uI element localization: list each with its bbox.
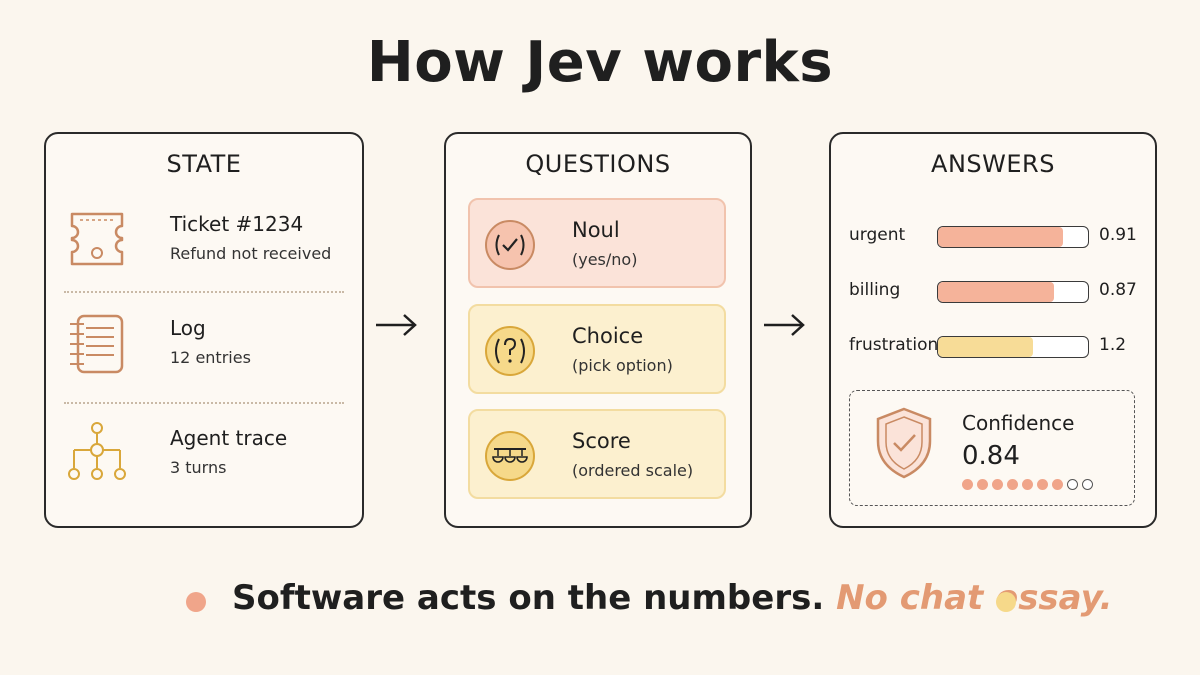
footer: Software acts on the numbers. No chat es… xyxy=(0,578,1200,624)
answers-heading: ANSWERS xyxy=(931,150,1055,178)
shield-check-icon xyxy=(876,407,932,479)
answer-bar-track xyxy=(937,336,1089,358)
footer-main-text: Software acts on the numbers. xyxy=(232,578,825,618)
page-title: How Jev works xyxy=(366,30,834,95)
answer-value: 0.87 xyxy=(1099,280,1137,300)
question-title: Noul xyxy=(572,218,620,242)
confidence-dot-filled xyxy=(977,479,988,490)
state-item-title: Agent trace xyxy=(170,426,288,450)
confidence-dot-filled xyxy=(1007,479,1018,490)
question-card-noul: Noul (yes/no) xyxy=(468,198,726,288)
footer-dot-left xyxy=(186,592,206,612)
answer-label: urgent xyxy=(849,225,906,245)
ticket-icon xyxy=(70,212,124,266)
answer-row-billing: billing 0.87 xyxy=(831,275,1155,311)
state-item-sub: Refund not received xyxy=(170,244,332,263)
answer-bar-fill xyxy=(938,227,1063,247)
confidence-dot-filled xyxy=(992,479,1003,490)
confidence-value: 0.84 xyxy=(962,441,1020,471)
answer-bar-fill xyxy=(938,337,1033,357)
answer-bar-fill xyxy=(938,282,1054,302)
question-title: Score xyxy=(572,429,631,453)
question-card-score: Score (ordered scale) xyxy=(468,409,726,499)
divider xyxy=(64,291,344,293)
question-circle-icon xyxy=(485,326,535,376)
state-item-log: Log 12 entries xyxy=(46,302,362,392)
answers-panel: ANSWERS urgent 0.91 billing 0.87 frustra… xyxy=(829,132,1157,528)
question-card-choice: Choice (pick option) xyxy=(468,304,726,394)
confidence-dot-empty xyxy=(1067,479,1078,490)
answer-row-frustration: frustration 1.2 xyxy=(831,330,1155,366)
answer-value: 0.91 xyxy=(1099,225,1137,245)
state-item-sub: 3 turns xyxy=(170,458,227,477)
confidence-dot-filled xyxy=(962,479,973,490)
question-title: Choice xyxy=(572,324,644,348)
notebook-icon xyxy=(70,314,124,374)
answer-row-urgent: urgent 0.91 xyxy=(831,220,1155,256)
confidence-dots xyxy=(962,479,1097,493)
divider xyxy=(64,402,344,404)
answer-bar-track xyxy=(937,226,1089,248)
questions-heading: QUESTIONS xyxy=(525,150,671,178)
footer-dot-right xyxy=(996,592,1016,612)
confidence-label: Confidence xyxy=(962,411,1075,435)
question-sub: (ordered scale) xyxy=(572,461,694,480)
scale-icon xyxy=(485,431,535,481)
footer-text: Software acts on the numbers. No chat es… xyxy=(232,578,1113,618)
answer-label: billing xyxy=(849,280,901,300)
question-sub: (yes/no) xyxy=(572,250,638,269)
state-item-title: Log xyxy=(170,316,206,340)
answer-bar-track xyxy=(937,281,1089,303)
confidence-dot-filled xyxy=(1037,479,1048,490)
state-item-title: Ticket #1234 xyxy=(170,212,304,236)
state-item-trace: Agent trace 3 turns xyxy=(46,412,362,502)
answer-label: frustration xyxy=(849,335,939,355)
confidence-dot-filled xyxy=(1052,479,1063,490)
footer-accent-text: No chat essay. xyxy=(836,578,1113,618)
arrow-right-icon xyxy=(764,314,805,336)
confidence-dot-empty xyxy=(1082,479,1093,490)
question-sub: (pick option) xyxy=(572,356,673,375)
check-circle-icon xyxy=(485,220,535,270)
confidence-box: Confidence 0.84 xyxy=(849,390,1135,506)
answer-value: 1.2 xyxy=(1099,335,1127,355)
arrow-right-icon xyxy=(376,314,417,336)
tree-icon xyxy=(68,422,126,480)
confidence-dot-filled xyxy=(1022,479,1033,490)
state-item-sub: 12 entries xyxy=(170,348,251,367)
state-heading: STATE xyxy=(166,150,242,178)
state-panel: STATE Ticket #1234 Refund not received L… xyxy=(44,132,364,528)
questions-panel: QUESTIONS Noul (yes/no) Choice (pick opt… xyxy=(444,132,752,528)
state-item-ticket: Ticket #1234 Refund not received xyxy=(46,198,362,288)
